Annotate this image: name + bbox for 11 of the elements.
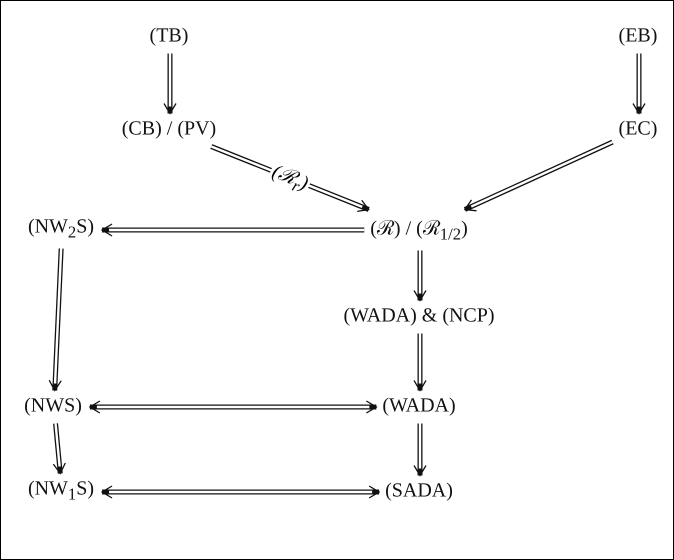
statement-label: (WADA) xyxy=(378,392,460,420)
statement-label: (CB) / (PV) xyxy=(118,116,220,142)
statement-label: (WADA) & (NCP) xyxy=(339,302,499,330)
statement-label: (NWS) xyxy=(20,392,86,420)
statement-label: (ℛ) / (ℛ$_{1/2}$) xyxy=(366,212,472,246)
statement-label: (SADA) xyxy=(381,478,457,504)
statement-label: (EB) xyxy=(614,22,662,50)
statement-label: (NW$_{2}$S) xyxy=(24,214,98,244)
statement-label: (NW$_{1}$S) xyxy=(24,476,98,506)
statement-label: (EC) xyxy=(614,116,662,142)
statement-label: (TB) xyxy=(146,22,192,50)
